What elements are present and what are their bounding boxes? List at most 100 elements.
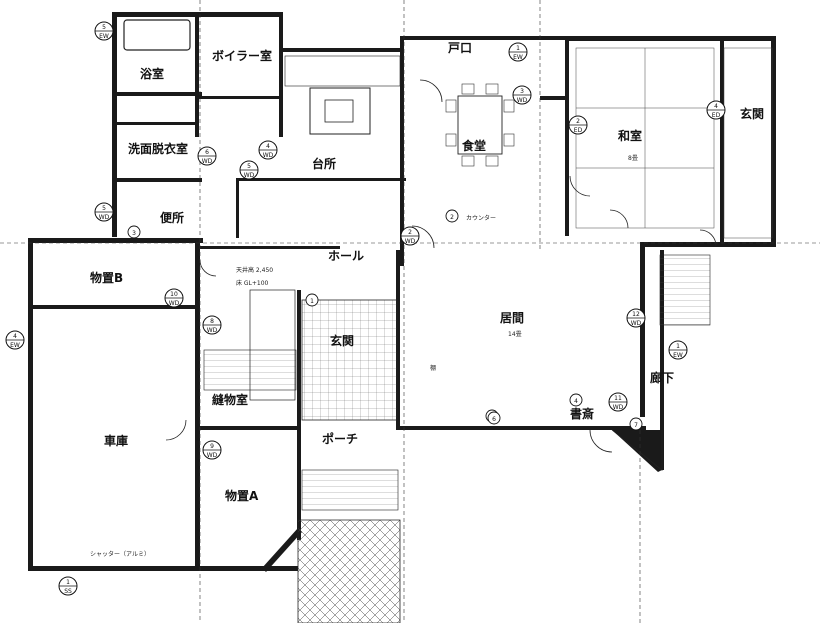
note-height: 天井高 2,450 xyxy=(236,266,273,274)
marker-tag: WD xyxy=(244,172,255,179)
marker-tag: ED xyxy=(712,112,721,119)
hall-stair-core xyxy=(249,289,296,401)
plain-marker-4: 4 xyxy=(569,393,583,407)
room-labels: 浴室 ボイラー室 洗面脱衣室 台所 食堂 戸口 和室 8畳 便所 ホール 居間 … xyxy=(90,41,764,503)
label-bath: 浴室 xyxy=(140,66,164,81)
marker-tag: EW xyxy=(10,342,20,349)
label-wash: 洗面脱衣室 xyxy=(128,141,188,156)
marker-number: 8 xyxy=(210,318,214,325)
marker-5-ew: 5EW xyxy=(94,21,114,41)
bathtub xyxy=(123,19,191,51)
marker-tag: WD xyxy=(631,320,642,327)
label-porch: ポーチ xyxy=(322,431,358,446)
marker-1-ew: 1EW xyxy=(668,340,688,360)
angled-walls xyxy=(262,429,663,572)
marker-8-wd: 8WD xyxy=(202,315,222,335)
marker-number: 1 xyxy=(66,579,70,586)
note-shelf: 棚 xyxy=(430,364,436,372)
marker-number: 9 xyxy=(210,443,214,450)
tatami-grid xyxy=(575,47,773,239)
label-genkan: 玄関 xyxy=(330,333,354,348)
marker-number: 5 xyxy=(102,24,106,31)
marker-2-ed: 2ED xyxy=(568,115,588,135)
marker-2-wd: 2WD xyxy=(400,226,420,246)
marker-4-ed: 4ED xyxy=(706,100,726,120)
door-window-markers: 5EW1EW4EW6WD4WD3WD2ED4ED5WD5WD8WD9WD10WD… xyxy=(5,21,726,596)
porch-steps xyxy=(301,469,399,511)
marker-tag: WD xyxy=(207,452,218,459)
marker-number: 4 xyxy=(714,103,718,110)
marker-6-wd: 6WD xyxy=(197,146,217,166)
label-living-note: 14畳 xyxy=(508,331,522,338)
label-kitchen: 台所 xyxy=(312,156,336,171)
marker-tag: EW xyxy=(513,54,523,61)
marker-tag: WD xyxy=(202,158,213,165)
marker-number: 1 xyxy=(676,343,680,350)
marker-3-wd: 3WD xyxy=(512,85,532,105)
plain-marker-number: 6 xyxy=(492,416,496,423)
marker-5-wd: 5WD xyxy=(239,160,259,180)
plain-marker-number: 2 xyxy=(450,214,454,221)
marker-tag: EW xyxy=(99,33,109,40)
entry-approach-hatch xyxy=(297,519,401,623)
dining-table xyxy=(445,83,515,167)
plain-marker-2: 2 xyxy=(445,209,459,223)
label-corridor: 廊下 xyxy=(650,370,674,385)
note-garage: シャッター（アルミ） xyxy=(90,550,150,558)
label-storage-a: 物置A xyxy=(225,488,259,503)
label-garage: 車庫 xyxy=(104,433,128,448)
porch-tile-area xyxy=(301,299,398,421)
label-toilet: 便所 xyxy=(160,210,184,225)
plain-number-markers: 2345671 xyxy=(127,209,643,431)
door-swings xyxy=(165,79,717,453)
note-counter: カウンター xyxy=(466,214,496,222)
marker-number: 12 xyxy=(632,311,640,318)
marker-number: 4 xyxy=(266,143,270,150)
marker-tag: EW xyxy=(673,352,683,359)
marker-4-wd: 4WD xyxy=(258,140,278,160)
label-study: 書斎 xyxy=(570,406,594,421)
marker-4-ew: 4EW xyxy=(5,330,25,350)
marker-tag: WD xyxy=(263,152,274,159)
plain-marker-1: 1 xyxy=(305,293,319,307)
marker-1-ew: 1EW xyxy=(508,42,528,62)
kitchen-counter xyxy=(284,55,401,87)
marker-number: 2 xyxy=(576,118,580,125)
plain-marker-3: 3 xyxy=(127,225,141,239)
marker-tag: WD xyxy=(99,214,110,221)
annotation-notes: カウンター シャッター（アルミ） 棚 天井高 2,450 床 GL+100 xyxy=(90,214,496,558)
label-sewing: 縫物室 xyxy=(212,392,248,407)
label-dining: 食堂 xyxy=(461,138,486,153)
label-boiler: ボイラー室 xyxy=(212,48,272,63)
marker-tag: SS xyxy=(64,588,72,595)
marker-tag: WD xyxy=(405,238,416,245)
label-living: 居間 xyxy=(500,311,524,325)
label-entry-hall: 玄関 xyxy=(740,106,764,121)
marker-number: 6 xyxy=(205,149,209,156)
marker-number: 11 xyxy=(614,395,622,402)
label-hall: ホール xyxy=(328,249,364,263)
side-stair xyxy=(659,254,711,326)
marker-9-wd: 9WD xyxy=(202,440,222,460)
marker-number: 5 xyxy=(247,163,251,170)
marker-number: 3 xyxy=(520,88,524,95)
kitchen-island xyxy=(309,87,371,135)
label-back-entry: 戸口 xyxy=(448,41,472,55)
plain-marker-number: 1 xyxy=(310,298,314,305)
marker-number: 2 xyxy=(408,229,412,236)
marker-5-wd: 5WD xyxy=(94,202,114,222)
kitchen-sink xyxy=(324,99,354,123)
label-washitsu: 和室 xyxy=(617,128,642,143)
walls xyxy=(28,12,776,571)
marker-number: 1 xyxy=(516,45,520,52)
marker-tag: WD xyxy=(169,300,180,307)
label-storage-b: 物置B xyxy=(90,270,123,285)
plain-marker-number: 7 xyxy=(634,422,638,429)
plain-marker-6: 6 xyxy=(487,411,501,425)
marker-number: 4 xyxy=(13,333,17,340)
marker-number: 10 xyxy=(170,291,178,298)
marker-tag: WD xyxy=(517,97,528,104)
